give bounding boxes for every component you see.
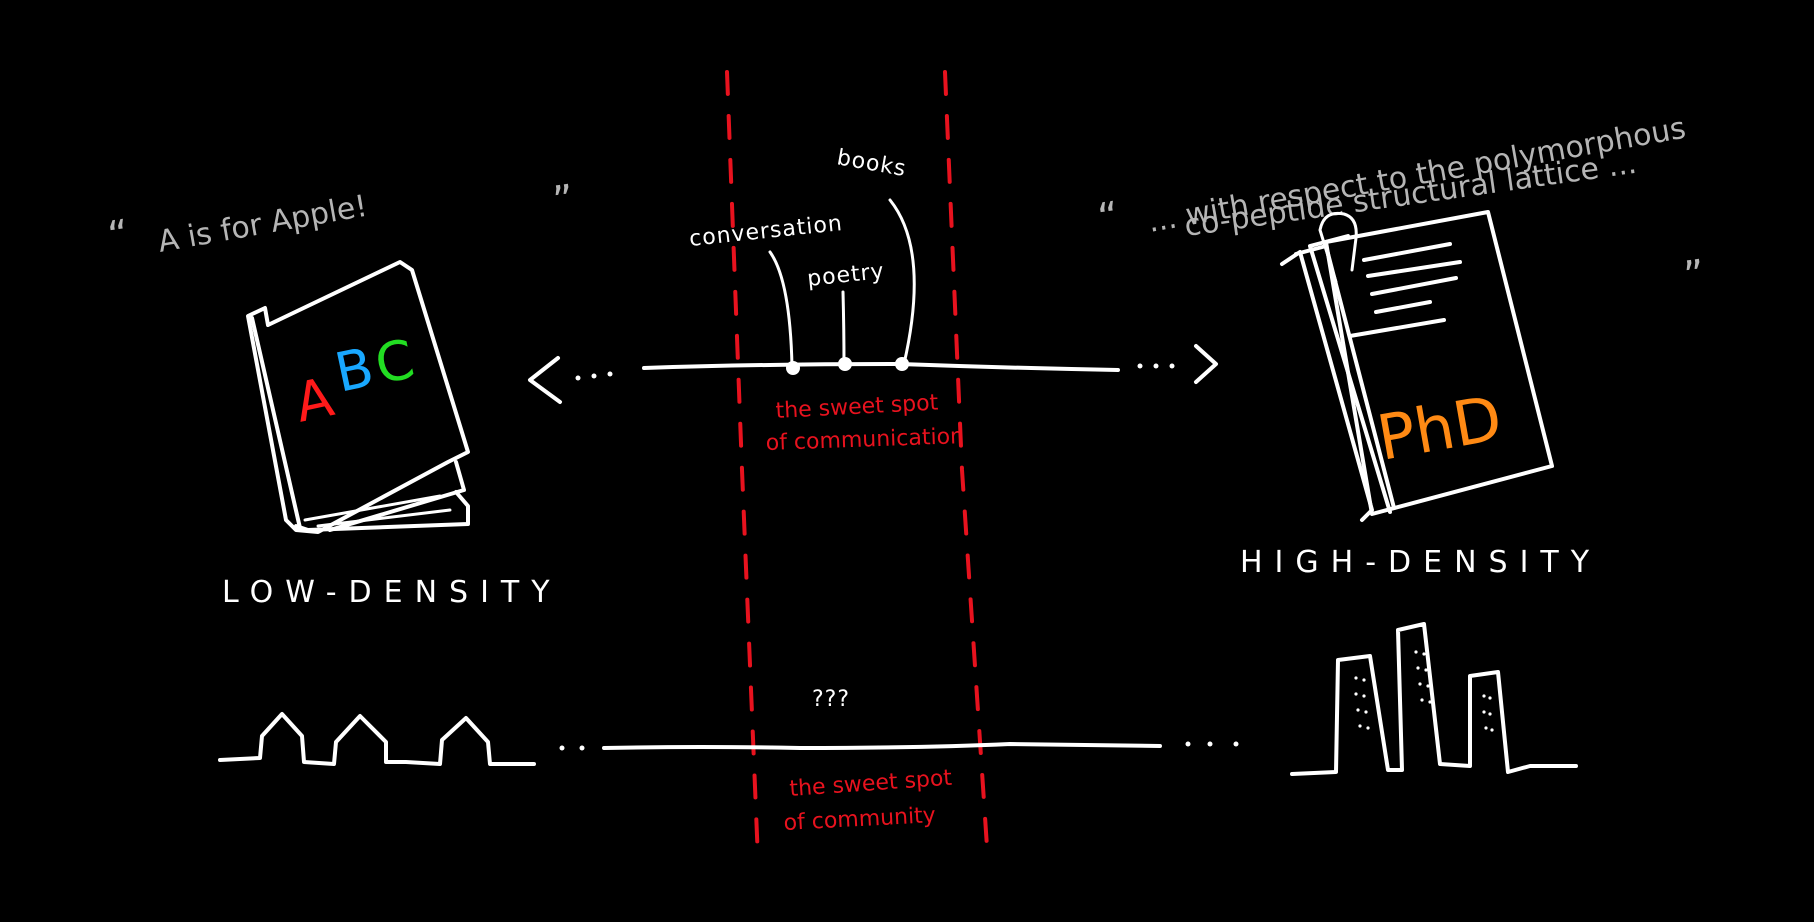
left-arrow-head — [528, 356, 562, 404]
communication-line — [642, 362, 1120, 372]
community-line — [602, 742, 1162, 750]
conversation-leader — [768, 250, 794, 368]
abc-book-icon: A B C — [246, 260, 470, 534]
books-label: books — [835, 145, 908, 182]
phd-document-icon: PhD — [1280, 210, 1554, 522]
letter-c: C — [370, 327, 420, 396]
low-quote-text: A is for Apple! — [155, 189, 370, 260]
poetry-point — [838, 357, 852, 371]
poetry-label: poetry — [806, 259, 886, 292]
conversation-label: conversation — [688, 211, 844, 252]
right-boundary-line — [943, 70, 990, 864]
books-leader — [888, 198, 916, 366]
sweet-spot-community-label: the sweet spot of community — [783, 766, 953, 836]
sweet-spot-boundaries — [725, 70, 990, 864]
paperclip-icon — [1318, 211, 1358, 284]
sweet-spot-community-line2: of community — [783, 803, 936, 836]
book-letters: A B C — [290, 327, 420, 434]
open-quote-mark-2: “ — [1095, 193, 1122, 241]
close-quote-mark-2: ” — [1681, 251, 1708, 299]
building-windows — [1354, 650, 1494, 732]
close-quote-mark: ” — [550, 176, 577, 224]
houses-skyline — [218, 712, 536, 766]
communication-points: conversation poetry books — [688, 145, 916, 375]
document-text-lines — [1348, 242, 1462, 338]
low-density-quote: “ A is for Apple! ” — [105, 176, 577, 259]
low-density-houses — [218, 712, 585, 766]
right-arrow-head — [1194, 344, 1218, 384]
poetry-leader — [841, 290, 846, 366]
books-point — [895, 357, 909, 371]
left-boundary-line — [725, 70, 760, 862]
sweet-spot-communication-line2: of communication — [765, 424, 964, 456]
sweet-spot-communication-line1: the sweet spot — [775, 390, 939, 424]
conversation-point — [786, 361, 800, 375]
open-quote-mark: “ — [105, 211, 132, 259]
low-density-label: LOW-DENSITY — [222, 575, 562, 610]
high-density-buildings — [1290, 622, 1578, 776]
unknown-marks: ??? — [812, 687, 850, 712]
letter-a: A — [290, 365, 339, 434]
sweet-spot-communication-label: the sweet spot of communication — [765, 390, 964, 456]
sweet-spot-community-line1: the sweet spot — [789, 766, 953, 802]
phd-label: PhD — [1372, 381, 1507, 474]
buildings-skyline — [1290, 622, 1578, 776]
high-density-label: HIGH-DENSITY — [1240, 545, 1601, 580]
